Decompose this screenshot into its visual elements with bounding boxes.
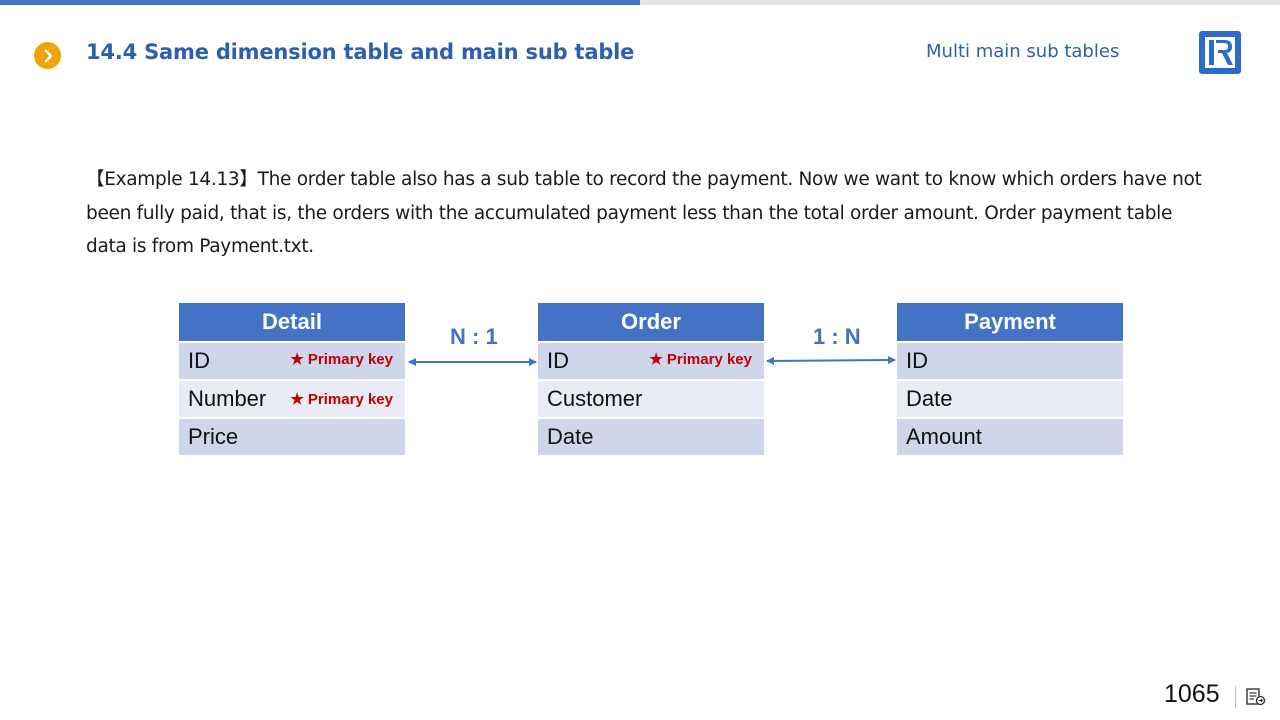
notes-icon[interactable]: [1246, 688, 1266, 706]
table-field: ID ★ Primary key: [179, 343, 405, 379]
field-label: ID: [906, 348, 928, 373]
progress-bar-fill: [0, 0, 640, 5]
relation-label-order-payment: 1 : N: [813, 324, 861, 349]
field-label: Amount: [906, 424, 982, 449]
table-field: Customer: [538, 381, 764, 417]
primary-key-tag: ★ Primary key: [290, 391, 393, 408]
table-field: Price: [179, 419, 405, 455]
connector-order-payment: [766, 356, 896, 365]
table-header: Payment: [897, 303, 1123, 341]
chevron-right-icon: [34, 42, 61, 69]
primary-key-tag: ★ Primary key: [290, 351, 393, 368]
table-field: Date: [538, 419, 764, 455]
table-field: Date: [897, 381, 1123, 417]
example-description: 【Example 14.13】The order table also has …: [86, 169, 1202, 257]
field-label: Date: [547, 424, 594, 449]
primary-key-tag: ★ Primary key: [649, 351, 752, 368]
field-label: Number: [188, 386, 267, 411]
field-label: Price: [188, 424, 239, 449]
page-number: 1065: [1164, 680, 1220, 708]
table-header: Detail: [179, 303, 405, 341]
table-field: Number ★ Primary key: [179, 381, 405, 417]
table-payment: Payment ID Date Amount: [897, 303, 1123, 455]
relation-label-detail-order: N : 1: [450, 324, 498, 349]
table-field: ID: [897, 343, 1123, 379]
table-header: Order: [538, 303, 764, 341]
field-label: Date: [906, 386, 953, 411]
field-label: ID: [188, 348, 210, 373]
table-field: Amount: [897, 419, 1123, 455]
footer-divider: [1235, 686, 1236, 708]
section-title: 14.4 Same dimension table and main sub t…: [86, 40, 635, 64]
table-order: Order ID ★ Primary key Customer Date: [538, 303, 764, 455]
progress-bar: [0, 0, 1280, 5]
table-detail: Detail ID ★ Primary key Number ★ Primary…: [179, 303, 405, 455]
section-subtitle: Multi main sub tables: [926, 41, 1120, 62]
field-label: Customer: [547, 386, 643, 411]
field-label: ID: [547, 348, 569, 373]
raqsoft-logo-icon: [1199, 31, 1241, 74]
table-field: ID ★ Primary key: [538, 343, 764, 379]
